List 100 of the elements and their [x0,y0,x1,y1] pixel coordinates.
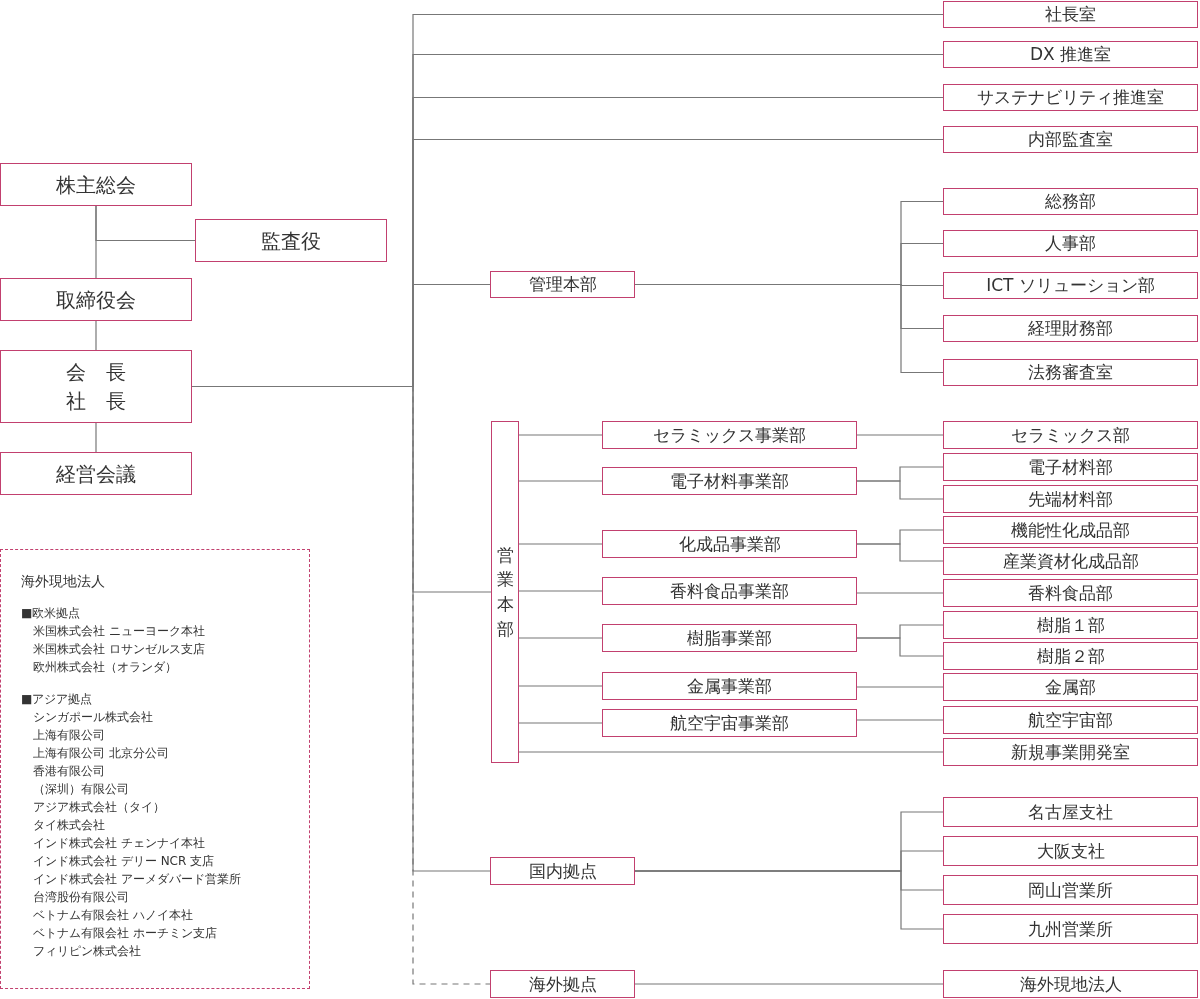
department-box [490,857,635,885]
department-name: 人事部 [1045,232,1096,255]
department-name: 金属事業部 [687,674,772,698]
connector-line [856,480,944,500]
department-name: 電子材料事業部 [670,469,789,493]
department-box [943,579,1198,607]
department-box [602,530,857,558]
department-box [602,421,857,449]
connector-line [634,983,944,985]
department-box [943,547,1198,575]
department-box [943,230,1198,257]
department-name: 九州営業所 [1028,917,1113,941]
connector-line [856,637,944,657]
panel-title: 海外現地法人 [21,572,106,590]
connector-line [518,685,603,687]
department-box [943,836,1198,866]
department-name: 総務部 [1045,190,1096,213]
department-box [943,797,1198,827]
group-heading: ■アジア拠点 [21,691,94,708]
department-box [602,624,857,652]
department-name: 経理財務部 [1028,317,1113,340]
department-box [943,1,1198,28]
department-box [943,126,1198,153]
connector-line [518,434,603,436]
department-box [943,272,1198,299]
department-name: 管理本部 [528,273,597,296]
department-box [943,485,1198,513]
department-box [0,163,192,206]
department-name: 香料食品事業部 [670,579,789,603]
connector-line [856,434,944,436]
office-name: 米国株式会社 ニューヨーク本社 [32,623,206,640]
department-box [943,875,1198,905]
connector-line [518,590,603,592]
department-name: 香料食品部 [1028,581,1113,605]
department-box [602,577,857,605]
office-name: 台湾股份有限公司 [32,889,130,906]
department-box [943,41,1198,68]
office-name: フィリピン株式会社 [32,943,142,960]
department-name: ICT ソリューション部 [986,274,1155,297]
note-panel [0,549,310,989]
department-name: 営業本部 [496,543,514,641]
department-box [943,421,1198,449]
office-name: （深圳）有限公司 [32,781,130,798]
department-name: 電子材料部 [1028,455,1113,479]
connector-line [518,722,603,724]
department-name: 航空宇宙事業部 [670,711,789,735]
office-name: 上海有限公司 北京分公司 [32,745,170,762]
connector-line [856,592,944,594]
office-name: 米国株式会社 ロサンゼルス支店 [32,641,206,658]
department-box [490,271,635,298]
connector-line [634,870,944,930]
department-name: 経営会議 [56,460,136,487]
department-name: 樹脂２部 [1036,644,1105,668]
department-box [943,970,1198,998]
department-name: 株主総会 [56,171,136,198]
department-name: 監査役 [261,227,321,254]
department-name: 名古屋支社 [1028,800,1113,824]
department-name: DX 推進室 [1029,43,1112,66]
department-name: 産業資材化成品部 [1002,549,1139,573]
connector-line [856,686,944,688]
department-name: 樹脂事業部 [687,626,772,650]
office-name: インド株式会社 アーメダバード営業所 [32,871,242,888]
office-name: インド株式会社 チェンナイ本社 [32,835,206,852]
department-box [943,359,1198,386]
department-name: 樹脂１部 [1036,613,1105,637]
department-name: セラミックス部 [1011,423,1130,447]
department-name: サステナビリティ推進室 [977,86,1164,109]
department-box [0,350,192,423]
division-bar [491,421,519,763]
office-name: 欧州株式会社（オランダ） [32,659,178,676]
connector-line [95,320,97,351]
department-name: 化成品事業部 [678,532,781,556]
connector-line [518,637,603,639]
department-name: 大阪支社 [1036,839,1105,863]
department-box [943,738,1198,766]
department-name: 国内拠点 [528,859,597,883]
office-name: 上海有限公司 [32,727,106,744]
department-name: 取締役会 [56,286,136,313]
connector-line [856,719,944,721]
department-box [943,706,1198,734]
office-name: 香港有限公司 [32,763,106,780]
connector-line [95,205,196,242]
department-box [602,672,857,700]
office-name: ベトナム有限会社 ハノイ本社 [32,907,194,924]
department-box [195,219,387,262]
department-name: 社 長 [66,387,126,415]
department-name: 先端材料部 [1028,487,1113,511]
department-name: 法務審査室 [1028,361,1113,384]
department-box [602,467,857,495]
department-box [943,642,1198,670]
office-name: インド株式会社 デリー NCR 支店 [32,853,216,870]
department-name: セラミックス事業部 [653,423,806,447]
department-name: 岡山営業所 [1028,878,1113,902]
department-box [490,970,635,998]
connector-line [518,543,603,545]
department-name: 海外現地法人 [1019,972,1122,996]
department-box [943,914,1198,944]
office-name: ベトナム有限会社 ホーチミン支店 [32,925,218,942]
department-name: 海外拠点 [528,972,597,996]
department-box [943,673,1198,701]
